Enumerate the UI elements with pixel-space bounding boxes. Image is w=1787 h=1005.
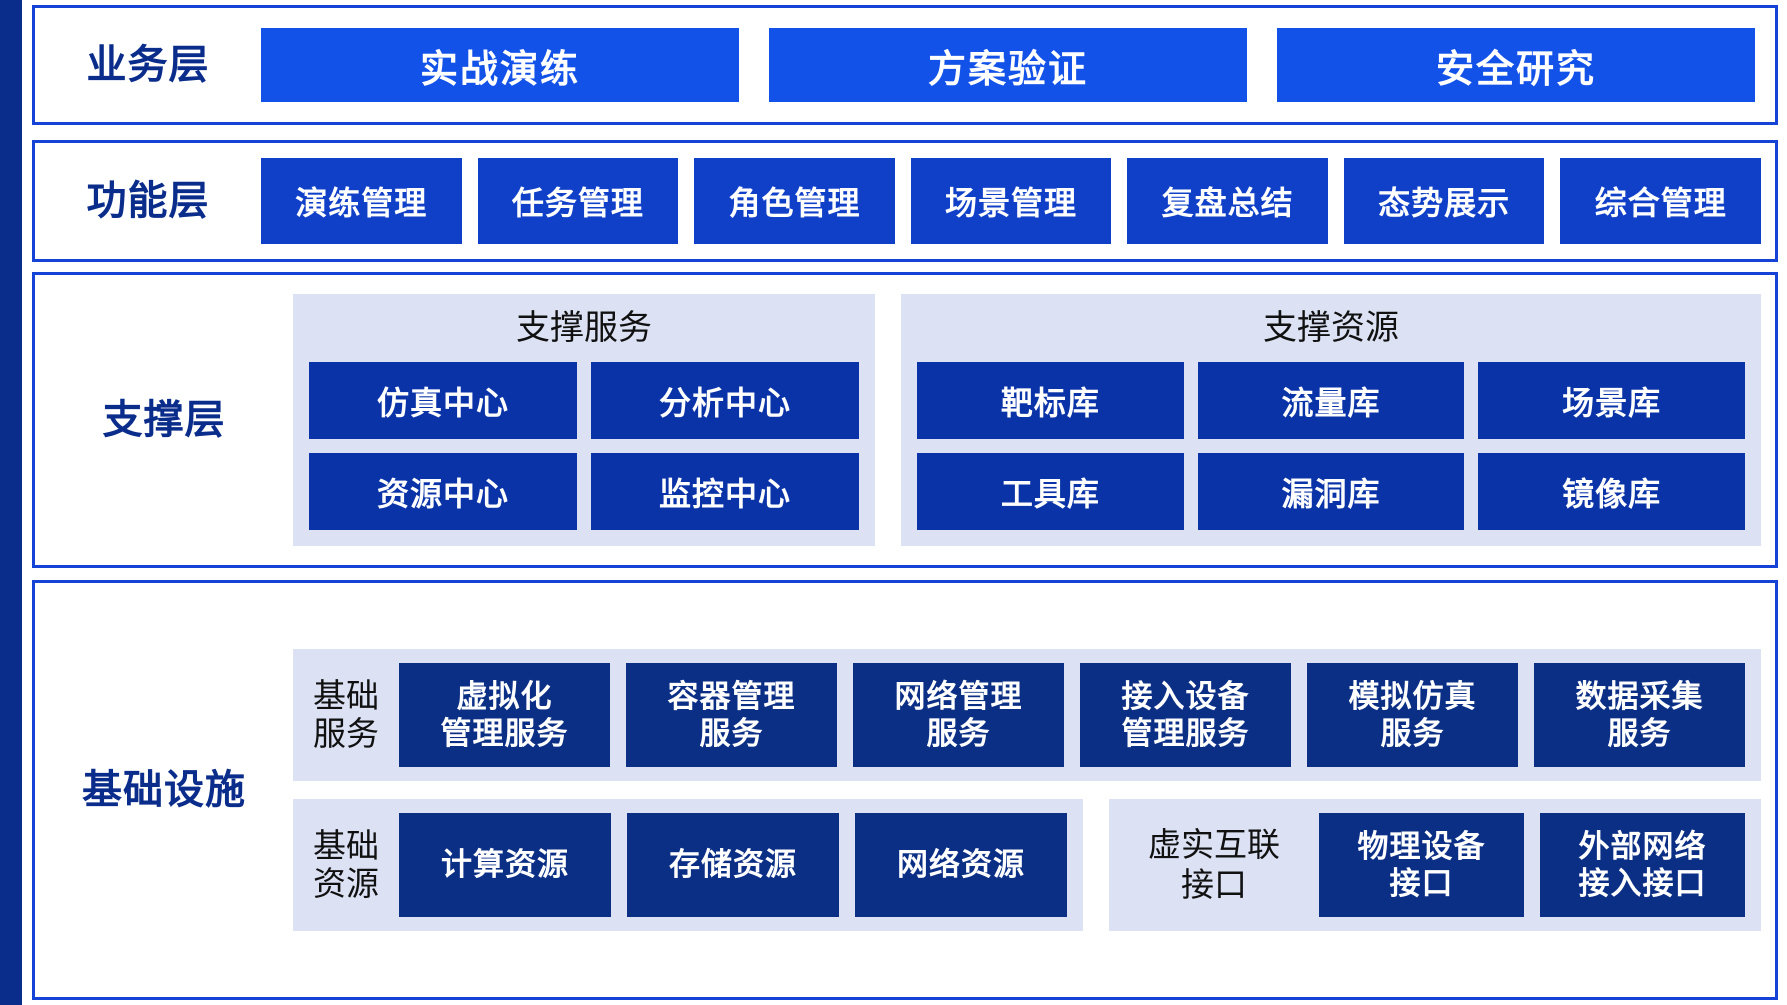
infra-service-box-2[interactable]: 网络管理 服务	[853, 663, 1064, 767]
support-resources-grid: 靶标库 流量库 场景库 工具库 漏洞库 镜像库	[917, 362, 1745, 531]
layer-support: 支撑层 支撑服务 仿真中心 分析中心 资源中心 监控中心 支撑资源 靶标库 流量…	[32, 272, 1778, 568]
business-box-0[interactable]: 实战演练	[261, 28, 739, 102]
support-resource-box-1[interactable]: 流量库	[1197, 362, 1465, 440]
infra-panel-basic-services: 基础 服务 虚拟化 管理服务 容器管理 服务 网络管理 服务 接入设备 管理服务…	[293, 649, 1761, 781]
infra-basic-services-label: 基础 服务	[313, 677, 379, 752]
layer-label-support: 支撑层	[102, 398, 226, 442]
function-box-2[interactable]: 角色管理	[694, 158, 895, 244]
support-group-row: 支撑服务 仿真中心 分析中心 资源中心 监控中心 支撑资源 靶标库 流量库 场景…	[293, 293, 1775, 547]
infrastructure-row-resources: 基础 资源 计算资源 存储资源 网络资源 虚实互联 接口 物理设备 接口 外部网…	[293, 799, 1761, 931]
layer-infrastructure: 基础设施 基础 服务 虚拟化 管理服务 容器管理 服务 网络管理 服务 接入设备…	[32, 580, 1778, 1000]
function-box-5[interactable]: 态势展示	[1343, 158, 1545, 244]
layer-label-business: 业务层	[86, 43, 210, 87]
infra-panel-basic-resources: 基础 资源 计算资源 存储资源 网络资源	[293, 799, 1083, 931]
support-service-box-3[interactable]: 监控中心	[591, 453, 859, 531]
support-resource-box-4[interactable]: 漏洞库	[1197, 453, 1465, 531]
support-panel-resources-title: 支撑资源	[1263, 308, 1399, 347]
support-service-box-2[interactable]: 资源中心	[309, 453, 577, 531]
infra-service-box-1[interactable]: 容器管理 服务	[626, 663, 837, 767]
business-box-1[interactable]: 方案验证	[769, 28, 1247, 102]
support-resource-box-0[interactable]: 靶标库	[917, 362, 1184, 440]
function-box-4[interactable]: 复盘总结	[1127, 158, 1328, 244]
support-panel-resources: 支撑资源 靶标库 流量库 场景库 工具库 漏洞库 镜像库	[901, 293, 1761, 547]
infra-interconnect-label: 虚实互联 接口	[1148, 826, 1280, 903]
infra-resource-box-0[interactable]: 计算资源	[399, 813, 611, 917]
function-box-0[interactable]: 演练管理	[261, 158, 462, 244]
infra-panel-interconnect: 虚实互联 接口 物理设备 接口 外部网络 接入接口	[1109, 799, 1761, 931]
support-service-box-0[interactable]: 仿真中心	[309, 362, 577, 440]
support-resource-box-3[interactable]: 工具库	[917, 453, 1184, 531]
business-box-2[interactable]: 安全研究	[1277, 28, 1755, 102]
infra-basic-services-boxes: 虚拟化 管理服务 容器管理 服务 网络管理 服务 接入设备 管理服务 模拟仿真 …	[399, 663, 1745, 767]
infra-basic-resources-label: 基础 资源	[313, 827, 379, 902]
support-panel-services: 支撑服务 仿真中心 分析中心 资源中心 监控中心	[293, 293, 875, 547]
support-resource-box-2[interactable]: 场景库	[1478, 362, 1745, 440]
business-box-row: 实战演练 方案验证 安全研究	[261, 28, 1775, 102]
layer-business: 业务层 实战演练 方案验证 安全研究	[32, 5, 1778, 125]
infra-service-box-0[interactable]: 虚拟化 管理服务	[399, 663, 610, 767]
infra-interface-box-1[interactable]: 外部网络 接入接口	[1540, 813, 1745, 917]
infra-basic-resources-boxes: 计算资源 存储资源 网络资源	[399, 813, 1067, 917]
support-services-grid: 仿真中心 分析中心 资源中心 监控中心	[309, 362, 859, 531]
support-resource-box-5[interactable]: 镜像库	[1478, 453, 1745, 531]
infrastructure-rows: 基础 服务 虚拟化 管理服务 容器管理 服务 网络管理 服务 接入设备 管理服务…	[293, 649, 1775, 931]
infra-service-box-5[interactable]: 数据采集 服务	[1534, 663, 1745, 767]
infra-service-box-3[interactable]: 接入设备 管理服务	[1080, 663, 1291, 767]
function-box-row: 演练管理 任务管理 角色管理 场景管理 复盘总结 态势展示 综合管理	[261, 158, 1775, 244]
function-box-6[interactable]: 综合管理	[1560, 158, 1762, 244]
support-panel-services-title: 支撑服务	[516, 308, 652, 347]
support-service-box-1[interactable]: 分析中心	[591, 362, 859, 440]
layer-label-infrastructure: 基础设施	[82, 768, 246, 812]
layer-function: 功能层 演练管理 任务管理 角色管理 场景管理 复盘总结 态势展示 综合管理	[32, 140, 1778, 262]
infra-resource-box-2[interactable]: 网络资源	[855, 813, 1067, 917]
infra-resource-box-1[interactable]: 存储资源	[627, 813, 839, 917]
left-accent-bar	[0, 0, 22, 1005]
infrastructure-row-services: 基础 服务 虚拟化 管理服务 容器管理 服务 网络管理 服务 接入设备 管理服务…	[293, 649, 1761, 781]
function-box-1[interactable]: 任务管理	[477, 158, 679, 244]
infra-service-box-4[interactable]: 模拟仿真 服务	[1307, 663, 1518, 767]
infra-interface-box-0[interactable]: 物理设备 接口	[1319, 813, 1524, 917]
layer-label-function: 功能层	[86, 179, 210, 223]
function-box-3[interactable]: 场景管理	[910, 158, 1112, 244]
infra-interconnect-boxes: 物理设备 接口 外部网络 接入接口	[1319, 813, 1745, 917]
